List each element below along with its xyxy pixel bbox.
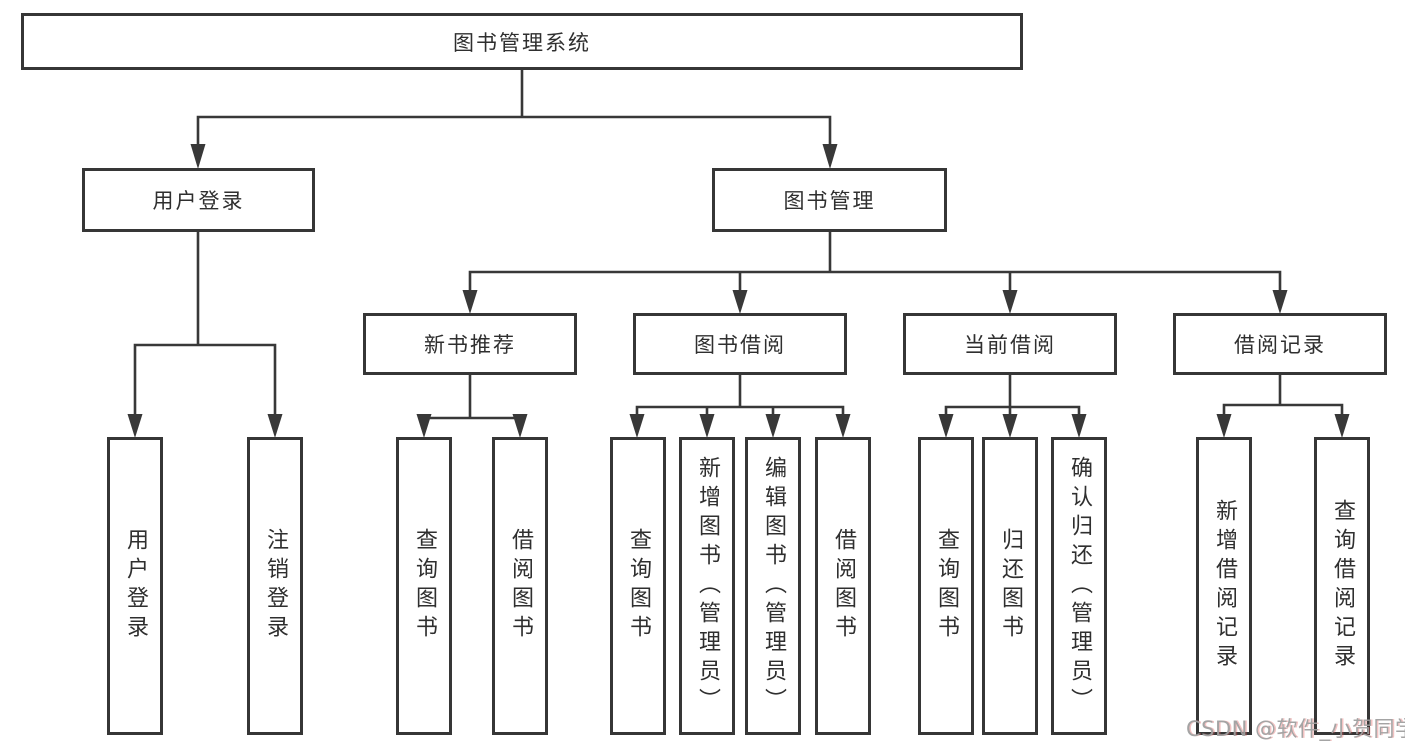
- node-book-management: 图书管理: [712, 168, 947, 232]
- leaf-add-books-admin: 新增图书（管理员）: [679, 437, 735, 735]
- leaf-return-books-label: 归还图书: [998, 528, 1023, 644]
- leaf-query-borrow-record: 查询借阅记录: [1314, 437, 1370, 735]
- node-book-borrowing-label: 图书借阅: [694, 333, 786, 357]
- leaf-edit-books-admin: 编辑图书（管理员）: [745, 437, 801, 735]
- node-root-label: 图书管理系统: [453, 30, 591, 55]
- leaf-confirm-return-admin-label: 确认归还（管理员）: [1067, 455, 1092, 717]
- node-current-borrowing-label: 当前借阅: [964, 333, 1056, 357]
- leaf-query-books-newbooks: 查询图书: [396, 437, 452, 735]
- arrowheads: [127, 144, 1350, 438]
- leaf-query-borrow-record-label: 查询借阅记录: [1330, 499, 1355, 673]
- node-user-login: 用户登录: [82, 168, 315, 232]
- node-borrowing-records-label: 借阅记录: [1234, 333, 1326, 357]
- leaf-query-books-borrowing-label: 查询图书: [626, 528, 651, 644]
- leaf-edit-books-admin-label: 编辑图书（管理员）: [761, 455, 786, 717]
- leaf-borrow-books-newbooks-label: 借阅图书: [508, 528, 533, 644]
- leaf-return-books: 归还图书: [982, 437, 1038, 735]
- leaf-logout-label: 注销登录: [263, 528, 288, 644]
- node-book-borrowing: 图书借阅: [633, 313, 847, 375]
- leaf-user-login: 用户登录: [107, 437, 163, 735]
- leaf-query-books-current-label: 查询图书: [934, 528, 959, 644]
- leaf-confirm-return-admin: 确认归还（管理员）: [1051, 437, 1107, 735]
- leaf-borrow-books-newbooks: 借阅图书: [492, 437, 548, 735]
- node-book-management-label: 图书管理: [783, 189, 876, 213]
- node-user-login-label: 用户登录: [152, 189, 245, 213]
- leaf-borrow-books-borrowing: 借阅图书: [815, 437, 871, 735]
- leaf-query-books-borrowing: 查询图书: [610, 437, 666, 735]
- node-root-system: 图书管理系统: [21, 13, 1023, 70]
- leaf-borrow-books-borrowing-label: 借阅图书: [831, 528, 856, 644]
- leaf-logout: 注销登录: [247, 437, 303, 735]
- leaf-add-borrow-record-label: 新增借阅记录: [1212, 499, 1237, 673]
- node-new-book-recommend: 新书推荐: [363, 313, 577, 375]
- leaf-user-login-label: 用户登录: [123, 528, 148, 644]
- node-new-book-recommend-label: 新书推荐: [424, 333, 516, 357]
- leaf-query-books-current: 查询图书: [918, 437, 974, 735]
- leaf-add-borrow-record: 新增借阅记录: [1196, 437, 1252, 735]
- leaf-add-books-admin-label: 新增图书（管理员）: [695, 455, 720, 717]
- node-borrowing-records: 借阅记录: [1173, 313, 1387, 375]
- leaf-query-books-newbooks-label: 查询图书: [412, 528, 437, 644]
- node-current-borrowing: 当前借阅: [903, 313, 1117, 375]
